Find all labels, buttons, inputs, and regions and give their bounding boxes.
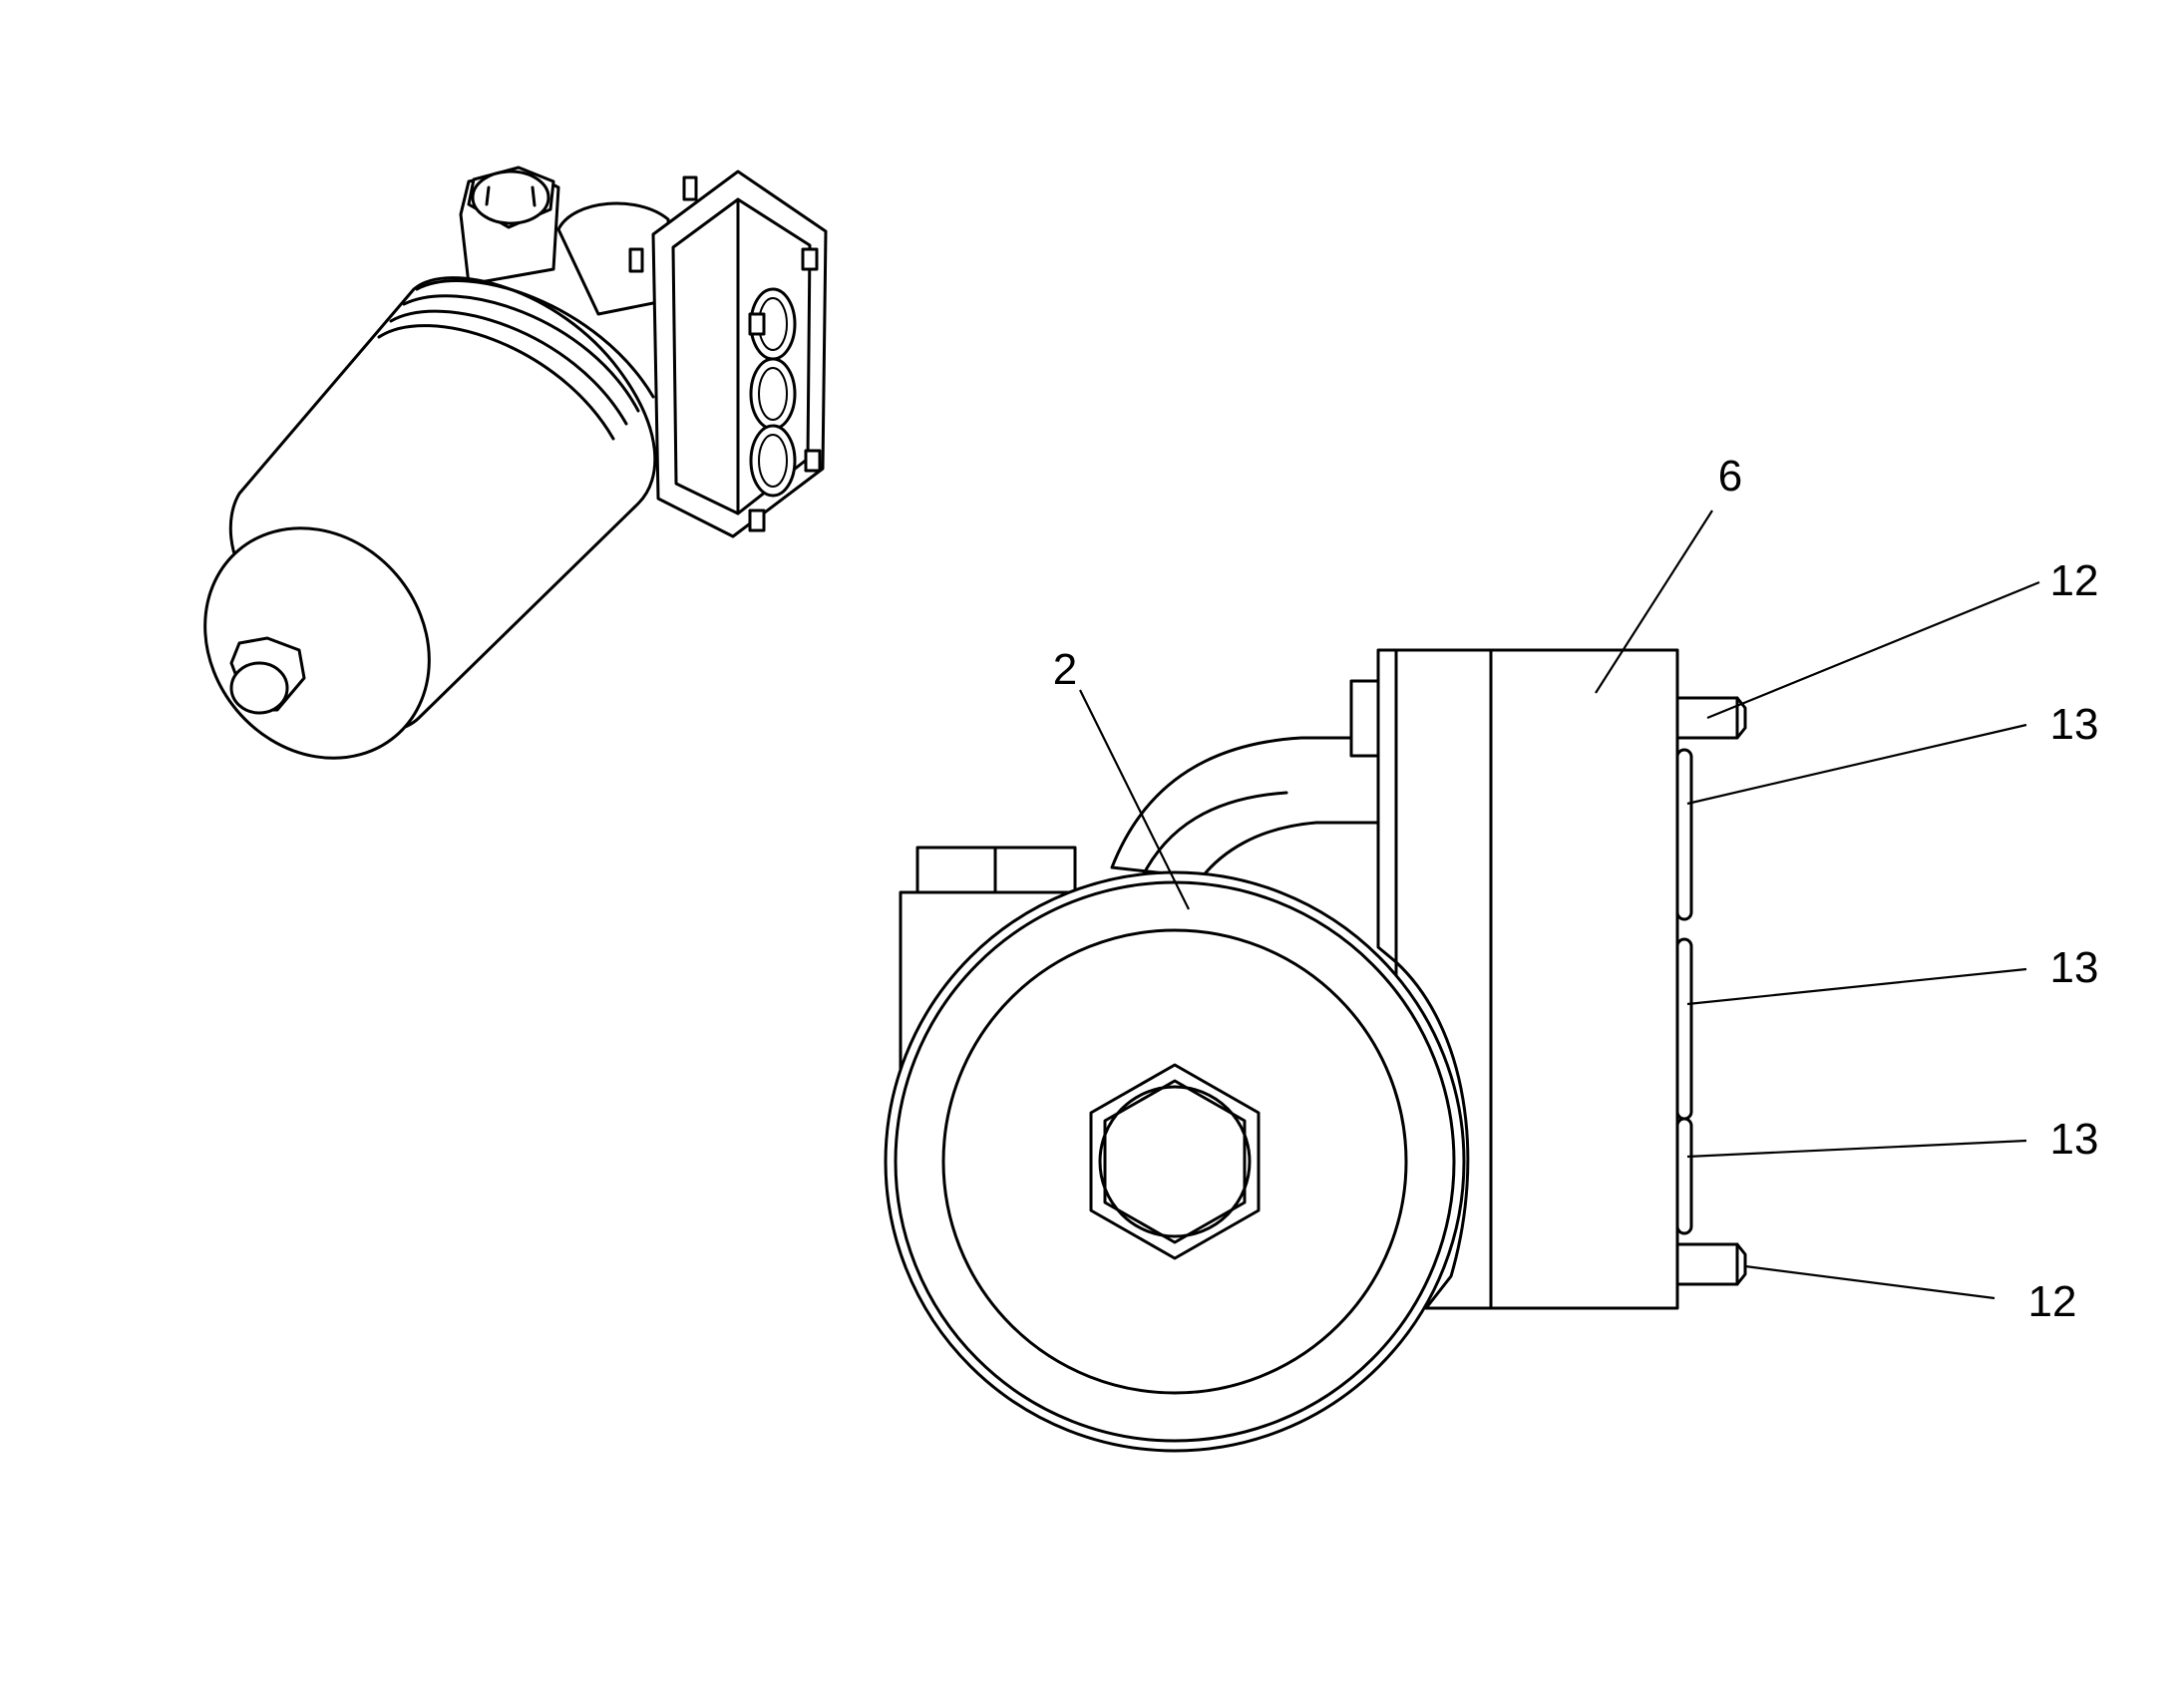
callout-6: 6 bbox=[1718, 452, 1742, 501]
front-view-filter-assembly bbox=[884, 648, 1747, 1453]
leader-lines bbox=[1079, 510, 2040, 1300]
callout-labels: 6 2 12 13 13 13 12 bbox=[1053, 452, 2099, 1326]
callout-13-middle: 13 bbox=[2050, 943, 2099, 992]
callout-12-top: 12 bbox=[2050, 556, 2099, 605]
isometric-filter-assembly bbox=[203, 166, 828, 760]
callout-13-lower: 13 bbox=[2050, 1115, 2099, 1164]
callout-2: 2 bbox=[1053, 645, 1077, 694]
callout-13-upper: 13 bbox=[2050, 700, 2099, 749]
callout-12-bottom: 12 bbox=[2028, 1277, 2077, 1326]
